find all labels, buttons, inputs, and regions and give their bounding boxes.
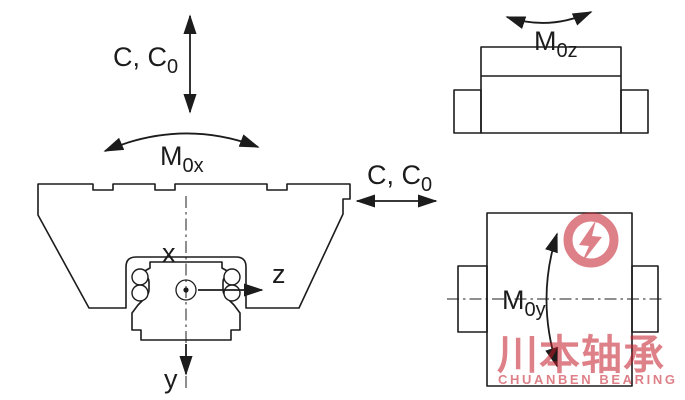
horizontal-load-label: C, C0 bbox=[367, 160, 432, 196]
carriage-body-top-view bbox=[480, 46, 622, 134]
axis-x-label: x bbox=[162, 238, 176, 268]
cross-section-view: C, C0 M0x x z y C, C0 bbox=[37, 14, 438, 394]
carriage-outline bbox=[37, 183, 351, 309]
moment-y-label: M0y bbox=[502, 285, 546, 321]
coordinate-origin-dot bbox=[183, 287, 189, 293]
moment-x-label: M0x bbox=[160, 141, 204, 177]
watermark-cjk-text: 川本轴承 bbox=[497, 332, 665, 378]
moment-y-arc-arrow bbox=[545, 232, 558, 368]
ball-bearing bbox=[131, 268, 149, 286]
watermark-latin-text: CHUANBEN BEARING bbox=[498, 372, 678, 387]
coordinate-origin bbox=[175, 279, 197, 301]
rail-end-right bbox=[620, 89, 649, 134]
ball-bearing bbox=[131, 284, 149, 302]
chuanben-logo-icon bbox=[563, 212, 619, 268]
watermark: 川本轴承 CHUANBEN BEARING bbox=[497, 212, 678, 387]
front-side-view: M0y bbox=[447, 212, 663, 387]
ball-bearing bbox=[223, 284, 241, 302]
axis-y-label: y bbox=[164, 364, 178, 394]
top-side-view: M0z bbox=[453, 11, 649, 134]
axis-z-label: z bbox=[272, 259, 286, 289]
moment-z-arc-arrow bbox=[505, 11, 593, 29]
moment-z-label: M0z bbox=[534, 26, 578, 62]
ball-bearing bbox=[223, 268, 241, 286]
vertical-load-label: C, C0 bbox=[113, 42, 178, 78]
moment-x-arc-arrow bbox=[103, 132, 260, 152]
rail-end-left bbox=[453, 89, 482, 134]
rail-profile bbox=[131, 261, 241, 341]
